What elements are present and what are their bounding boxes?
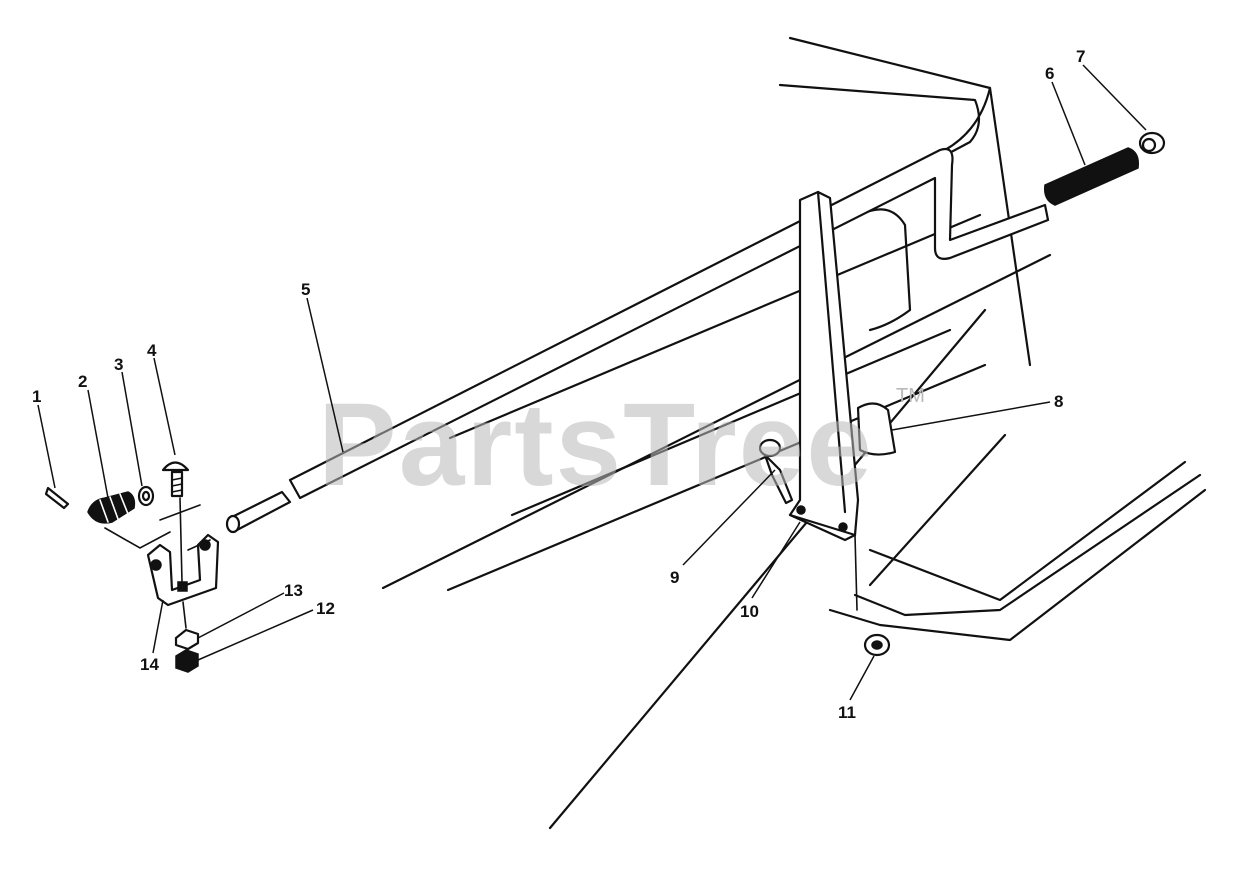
callout-13: 13 <box>284 581 303 600</box>
hex-nut <box>175 649 199 673</box>
callout-7: 7 <box>1076 47 1085 66</box>
callout-8: 8 <box>1054 392 1063 411</box>
deck-outline <box>381 36 1207 830</box>
callout-3: 3 <box>114 355 123 374</box>
callout-14: 14 <box>140 655 159 674</box>
cotter-pin <box>44 486 70 510</box>
rod-lower-segment <box>225 490 292 534</box>
callout-11: 11 <box>838 703 856 722</box>
support-bracket <box>788 190 860 542</box>
callout-10: 10 <box>740 602 759 621</box>
callout-leaders <box>37 64 1147 701</box>
watermark: PartsTree <box>318 379 874 511</box>
carriage-bolt-9 <box>758 438 794 505</box>
shift-rod <box>288 147 1050 500</box>
carriage-bolt-4 <box>161 461 190 498</box>
callout-6: 6 <box>1045 64 1054 83</box>
callout-12: 12 <box>316 599 335 618</box>
lock-washer <box>174 628 200 651</box>
compression-spring <box>87 491 136 524</box>
watermark-trademark: TM <box>896 385 925 407</box>
callout-4: 4 <box>147 341 157 360</box>
flange-nut-11 <box>863 633 891 657</box>
pivot-bracket <box>104 504 220 607</box>
decal-plate <box>856 402 897 456</box>
callout-1: 1 <box>32 387 41 406</box>
grip-cap <box>1138 131 1166 155</box>
hand-grip <box>1043 147 1140 206</box>
callout-2: 2 <box>78 372 87 391</box>
flat-washer <box>137 485 155 507</box>
callout-labels: 1 2 3 4 5 6 7 8 9 10 11 12 13 14 <box>32 47 1085 722</box>
callout-9: 9 <box>670 568 679 587</box>
callout-5: 5 <box>301 280 310 299</box>
